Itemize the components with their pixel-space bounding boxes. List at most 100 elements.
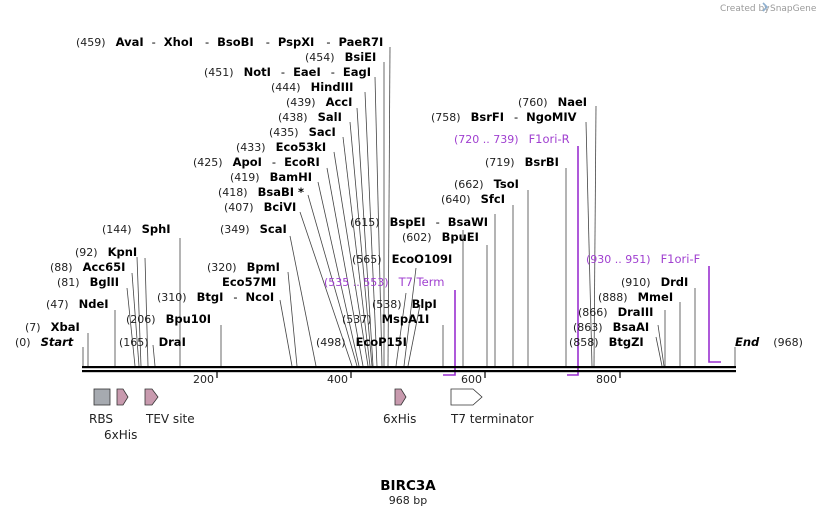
primer-markers — [443, 146, 721, 376]
leader-bsaai — [657, 324, 665, 367]
ruler-tick-600: 600 — [461, 373, 482, 386]
feature-label-6xhis-2: 6xHis — [383, 412, 416, 426]
enzyme-labels: (459) AvaI - XhoI - BsoBI - PspXI - PaeR… — [15, 33, 803, 350]
primer-label-t7-term[interactable]: (535 .. 553) T7 Term — [324, 273, 444, 290]
leader-avai — [387, 46, 391, 367]
site-label-avai[interactable]: (459) AvaI - XhoI - BsoBI - PspXI - PaeR… — [76, 33, 383, 50]
site-label-bcivi[interactable]: (407) BciVI — [224, 198, 296, 215]
site-label-kpni[interactable]: (92) KpnI — [75, 243, 137, 260]
site-label-sfci[interactable]: (640) SfcI — [441, 190, 505, 207]
primer-label-f1ori-r[interactable]: (720 .. 739) F1ori-R — [454, 130, 570, 147]
primer-f1ori-r-marker[interactable] — [567, 146, 579, 376]
leader-acc65i — [131, 272, 140, 367]
leader-lines — [82, 46, 736, 367]
site-label-drai[interactable]: (165) DraI — [119, 333, 186, 350]
leader-naei — [593, 105, 597, 367]
leader-ecoo109i — [403, 267, 417, 367]
site-label-scai[interactable]: (349) ScaI — [220, 220, 287, 237]
site-label-bsrbi[interactable]: (719) BsrBI — [485, 153, 559, 170]
site-label-mmei[interactable]: (888) MmeI — [598, 288, 673, 305]
leader-bpmi — [287, 271, 298, 367]
site-label-btgi[interactable]: (310) BtgI - NcoI — [157, 288, 274, 305]
site-label-xbai[interactable]: (7) XbaI — [25, 318, 80, 335]
site-label-bpuei[interactable]: (602) BpuEI — [402, 228, 479, 245]
site-label-bsaai[interactable]: (863) BsaAI — [573, 318, 649, 335]
leader-bamhi — [317, 181, 360, 367]
leader-hindiii — [364, 91, 378, 367]
end-label: End (968) — [735, 333, 803, 350]
site-label-bpmi[interactable]: (320) BpmI — [207, 258, 280, 275]
site-label-saci[interactable]: (435) SacI — [269, 123, 336, 140]
site-label-draiii[interactable]: (866) DraIII — [578, 303, 653, 320]
site-label-naei[interactable]: (760) NaeI — [518, 93, 587, 110]
his-tag-arrow-icon[interactable] — [116, 388, 129, 406]
leader-apoi — [326, 167, 364, 367]
tev-site-arrow-icon[interactable] — [144, 388, 159, 406]
sequence-backbone — [82, 366, 736, 378]
snapgene-logo-icon — [762, 2, 769, 12]
site-label-sali[interactable]: (438) SalI — [278, 108, 342, 125]
primer-labels: (535 .. 553) T7 Term (720 .. 739) F1ori-… — [324, 130, 700, 290]
site-label-eco53ki[interactable]: (433) Eco53kI — [236, 138, 326, 155]
site-label-ndei[interactable]: (47) NdeI — [46, 295, 109, 312]
leader-btgzi — [655, 336, 663, 367]
site-label-bsabi[interactable]: (418) BsaBI * — [218, 183, 304, 200]
site-label-ecop15i[interactable]: (498) EcoP15I — [316, 333, 407, 350]
leader-acci — [356, 107, 374, 367]
feature-label-6xhis: 6xHis — [104, 428, 137, 442]
site-label-sphi[interactable]: (144) SphI — [102, 220, 171, 237]
leader-sphi — [144, 257, 149, 367]
construct-title: BIRC3A — [380, 478, 436, 494]
feature-label-rbs: RBS — [89, 412, 113, 426]
primer-t7-term-marker[interactable] — [443, 290, 456, 376]
leader-mspa1i — [395, 292, 407, 367]
feature-label-t7-terminator: T7 terminator — [450, 412, 534, 426]
leader-eco53ki — [333, 151, 369, 367]
primer-label-f1ori-f[interactable]: (930 .. 951) F1ori-F — [586, 250, 700, 267]
site-label-bglii[interactable]: (81) BglII — [57, 273, 119, 290]
start-label: (0) Start — [15, 333, 74, 350]
site-label-btgzi[interactable]: (858) BtgZI — [569, 333, 644, 350]
leader-sali — [349, 121, 373, 367]
leader-kpni — [136, 256, 142, 367]
credit-text: Created by — [720, 4, 770, 14]
leader-blpi — [407, 304, 421, 367]
site-label-acc65i[interactable]: (88) Acc65I — [50, 258, 125, 275]
credit-brand: SnapGene — [770, 4, 817, 14]
leader-bcivi — [299, 211, 353, 367]
leader-bglii — [126, 287, 136, 367]
site-label-acci[interactable]: (439) AccI — [286, 93, 352, 110]
site-label-tsoi[interactable]: (662) TsoI — [454, 175, 519, 192]
rbs-feature-icon[interactable] — [93, 388, 111, 406]
site-label-bspei[interactable]: (615) BspEI - BsaWI — [350, 213, 488, 230]
t7-terminator-arrow-icon[interactable] — [450, 388, 483, 406]
leader-btgi — [279, 299, 293, 367]
leader-bsrfi — [585, 121, 593, 367]
site-label-mspa1i[interactable]: (537) MspA1I — [342, 310, 429, 327]
site-label-bamhi[interactable]: (419) BamHI — [230, 168, 312, 185]
leader-scai — [289, 235, 317, 367]
site-label-bpu10i[interactable]: (206) Bpu10I — [126, 310, 211, 327]
construct-length: 968 bp — [389, 494, 427, 507]
leader-saci — [342, 136, 371, 367]
leader-bsabi — [307, 194, 358, 367]
ruler-tick-400: 400 — [327, 373, 348, 386]
primer-f1ori-f-marker[interactable] — [708, 266, 721, 363]
leader-noti — [374, 76, 383, 367]
his-tag-2-arrow-icon[interactable] — [394, 388, 407, 406]
site-label-apoi[interactable]: (425) ApoI - EcoRI — [193, 153, 320, 170]
site-label-eco57mi[interactable]: Eco57MI — [222, 275, 276, 289]
site-label-drdi[interactable]: (910) DrdI — [621, 273, 688, 290]
site-label-blpi[interactable]: (538) BlpI — [372, 295, 437, 312]
ruler-tick-800: 800 — [596, 373, 617, 386]
site-label-bsrfi[interactable]: (758) BsrFI - NgoMIV — [431, 108, 577, 125]
site-label-hindiii[interactable]: (444) HindIII — [271, 78, 353, 95]
site-label-ecoo109i[interactable]: (565) EcoO109I — [352, 250, 452, 267]
ruler-tick-200: 200 — [193, 373, 214, 386]
site-label-noti[interactable]: (451) NotI - EaeI - EagI — [204, 63, 371, 80]
leader-drai — [152, 344, 156, 367]
features-track — [93, 388, 483, 406]
site-label-bsiei[interactable]: (454) BsiEI — [305, 48, 376, 65]
